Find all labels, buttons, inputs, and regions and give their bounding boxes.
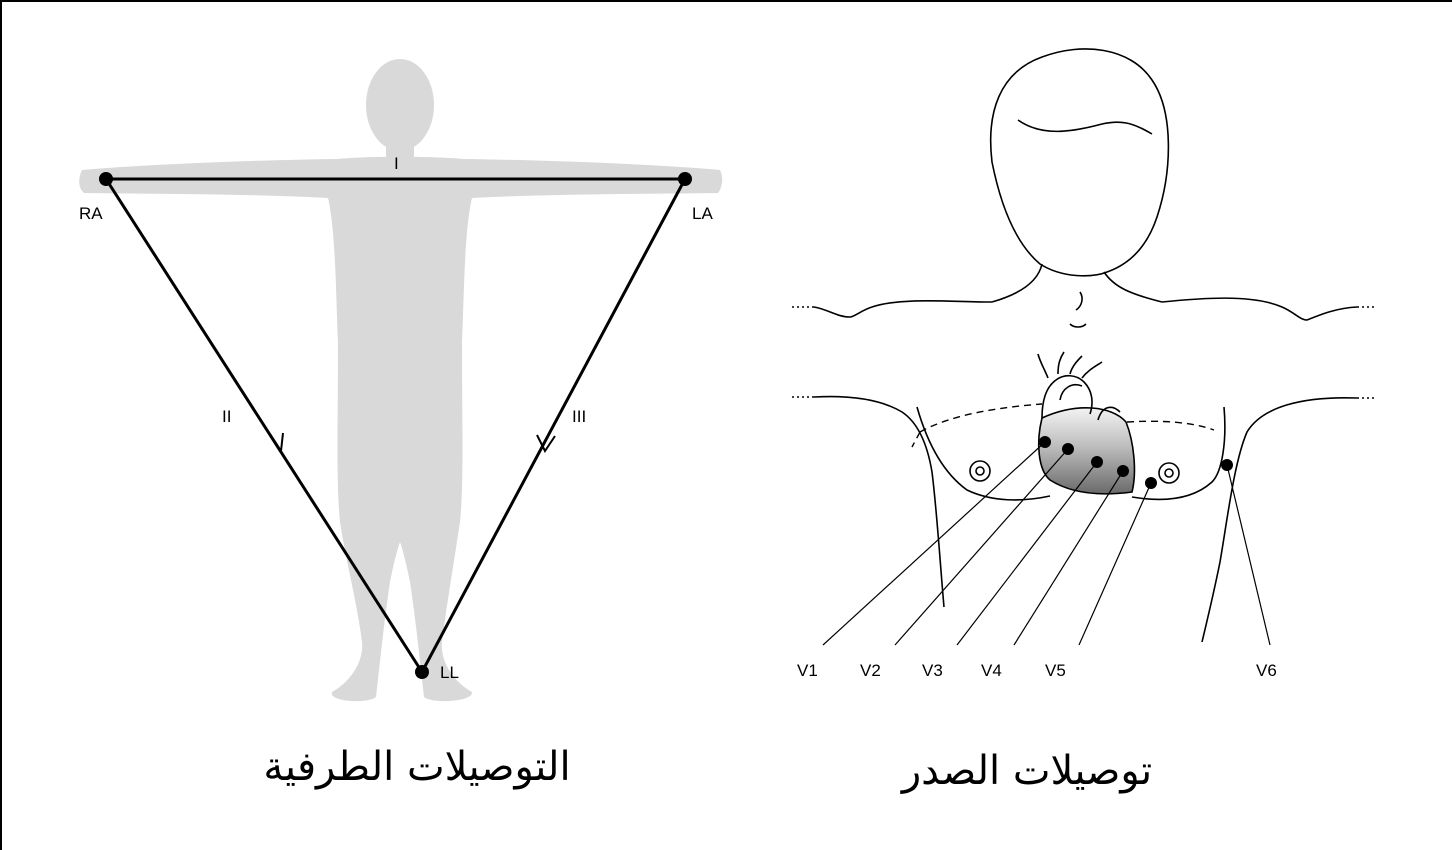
nipple-left-inner bbox=[976, 467, 984, 475]
neck-left bbox=[992, 264, 1042, 302]
head-outline bbox=[991, 49, 1169, 276]
lead-ii-arrow bbox=[270, 433, 283, 451]
ribcage-left bbox=[920, 404, 1042, 432]
chest-leads-caption: توصيلات الصدر bbox=[900, 748, 1152, 794]
limb-leads-panel: RA LA LL I II III التوصيلات الطرفية bbox=[79, 59, 722, 790]
label-v4: V4 bbox=[981, 661, 1002, 680]
label-v3: V3 bbox=[922, 661, 943, 680]
shoulder-left bbox=[814, 301, 992, 317]
electrode-ra bbox=[99, 172, 113, 186]
jugular-notch bbox=[1070, 292, 1086, 327]
label-v1: V1 bbox=[797, 661, 818, 680]
nipple-left bbox=[970, 461, 990, 481]
ribcage-left-edge bbox=[912, 432, 920, 447]
label-ra: RA bbox=[79, 204, 103, 223]
shoulder-right bbox=[1162, 298, 1357, 320]
electrode-ll bbox=[415, 665, 429, 679]
label-v6: V6 bbox=[1256, 661, 1277, 680]
chest-leads-panel: V1 V2 V3 V4 V5 V6 توصيلات الصدر bbox=[792, 49, 1374, 794]
label-ll: LL bbox=[440, 663, 459, 682]
ribcage-right bbox=[1127, 421, 1214, 430]
nipple-right-inner bbox=[1165, 469, 1173, 477]
label-v5: V5 bbox=[1045, 661, 1066, 680]
label-lead-ii: II bbox=[222, 407, 231, 426]
torso-outline bbox=[792, 49, 1374, 642]
label-lead-iii: III bbox=[572, 407, 586, 426]
body-silhouette bbox=[79, 59, 722, 701]
label-la: LA bbox=[692, 204, 713, 223]
hairline bbox=[1018, 120, 1152, 134]
electrode-la bbox=[678, 172, 692, 186]
great-vessels bbox=[1038, 352, 1102, 378]
pectoral-left bbox=[917, 407, 1050, 500]
neck-right bbox=[1104, 272, 1162, 302]
label-v2: V2 bbox=[860, 661, 881, 680]
label-lead-i: I bbox=[394, 154, 399, 173]
limb-leads-caption: التوصيلات الطرفية bbox=[263, 744, 570, 790]
nipple-right bbox=[1159, 463, 1179, 483]
